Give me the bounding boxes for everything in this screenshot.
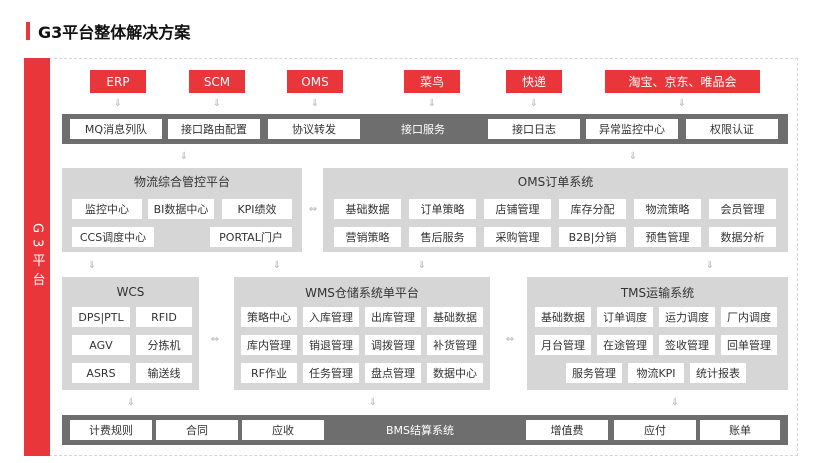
- oms-item: 预售管理: [634, 227, 701, 247]
- wcs-item: 输送线: [136, 363, 192, 383]
- tms-item: 统计报表: [690, 363, 746, 383]
- arrow-down: ⇓: [628, 151, 638, 162]
- tms-item: 基础数据: [535, 307, 591, 327]
- bms-item-contract: 合同: [156, 420, 238, 440]
- wms-item: 销退管理: [303, 335, 359, 355]
- oms-panel-title: OMS订单系统: [517, 174, 594, 189]
- wcs-panel-title: WCS: [116, 285, 145, 299]
- top-system-express: 快递: [506, 70, 562, 93]
- logistics-item: PORTAL门户: [210, 227, 292, 247]
- arrow-down: ⇓: [705, 260, 715, 271]
- oms-item: 营销策略: [334, 227, 401, 247]
- arrow-down: ⇓: [126, 397, 136, 408]
- interface-item-monitor: 异常监控中心: [586, 119, 678, 139]
- oms-item: 库存分配: [559, 199, 626, 219]
- oms-item: 售后服务: [409, 227, 476, 247]
- oms-item: 会员管理: [709, 199, 776, 219]
- wms-item: 数据中心: [427, 363, 483, 383]
- bms-item-receivable: 应收: [242, 420, 324, 440]
- wms-item: RF作业: [241, 363, 297, 383]
- oms-item: 采购管理: [484, 227, 551, 247]
- arrow-down: ⇓: [310, 98, 320, 109]
- tms-item: 物流KPI: [628, 363, 684, 383]
- interface-bar-label: 接口服务: [401, 123, 445, 136]
- arrow-down: ⇓: [212, 98, 222, 109]
- bms-item-value-added: 增值费: [526, 420, 608, 440]
- wms-item: 基础数据: [427, 307, 483, 327]
- wms-panel-title: WMS仓储系统单平台: [305, 285, 419, 300]
- top-system-oms: OMS: [287, 70, 343, 93]
- logistics-panel-title: 物流综合管控平台: [133, 174, 230, 189]
- top-system-ecommerce: 淘宝、京东、唯品会: [605, 70, 760, 93]
- oms-item: 数据分析: [709, 227, 776, 247]
- page-title: G3平台整体解决方案: [38, 23, 191, 42]
- side-label: G3平台: [24, 58, 50, 456]
- bms-item-statement: 账单: [700, 420, 780, 440]
- logistics-item: CCS调度中心: [72, 227, 154, 247]
- tms-item: 回单管理: [721, 335, 777, 355]
- interface-item-auth: 权限认证: [686, 119, 778, 139]
- interface-item-routing: 接口路由配置: [168, 119, 260, 139]
- logistics-item: BI数据中心: [148, 199, 214, 219]
- arrow-bidirectional: ⇔: [308, 204, 318, 215]
- interface-item-mq: MQ消息列队: [70, 119, 162, 139]
- tms-item: 运力调度: [659, 307, 715, 327]
- arrow-down: ⇓: [529, 98, 539, 109]
- wms-item: 策略中心: [241, 307, 297, 327]
- wms-item: 入库管理: [303, 307, 359, 327]
- wcs-item: ASRS: [72, 363, 130, 383]
- wms-item: 盘点管理: [365, 363, 421, 383]
- arrow-down: ⇓: [427, 98, 437, 109]
- bms-item-payable: 应付: [614, 420, 696, 440]
- interface-item-log: 接口日志: [488, 119, 580, 139]
- oms-item: 基础数据: [334, 199, 401, 219]
- arrow-down: ⇓: [368, 397, 378, 408]
- bms-item-billing-rules: 计费规则: [70, 420, 152, 440]
- top-system-erp: ERP: [90, 70, 146, 93]
- arrow-down: ⇓: [677, 98, 687, 109]
- top-system-cainiao: 菜鸟: [404, 70, 460, 93]
- wms-item: 调拨管理: [365, 335, 421, 355]
- arrow-down: ⇓: [670, 397, 680, 408]
- tms-item: 厂内调度: [721, 307, 777, 327]
- oms-item: 店铺管理: [484, 199, 551, 219]
- bms-bar-label: BMS结算系统: [385, 424, 455, 437]
- arrow-bidirectional: ⇔: [210, 334, 220, 345]
- arrow-down: ⇓: [113, 98, 123, 109]
- oms-item: 物流策略: [634, 199, 701, 219]
- logistics-item: 监控中心: [72, 199, 142, 219]
- wcs-item: RFID: [136, 307, 192, 327]
- top-system-scm: SCM: [189, 70, 245, 93]
- tms-item: 订单调度: [597, 307, 653, 327]
- tms-item: 服务管理: [566, 363, 622, 383]
- wms-item: 任务管理: [303, 363, 359, 383]
- arrow-down: ⇓: [417, 260, 427, 271]
- logistics-item: KPI绩效: [222, 199, 292, 219]
- tms-item: 在途管理: [597, 335, 653, 355]
- tms-item: 签收管理: [659, 335, 715, 355]
- wcs-item: AGV: [72, 335, 130, 355]
- tms-panel-title: TMS运输系统: [620, 285, 695, 300]
- interface-item-protocol: 协议转发: [268, 119, 360, 139]
- wms-item: 出库管理: [365, 307, 421, 327]
- wcs-item: 分拣机: [136, 335, 192, 355]
- oms-item: 订单策略: [409, 199, 476, 219]
- tms-item: 月台管理: [535, 335, 591, 355]
- oms-item: B2B|分销: [559, 227, 626, 247]
- wcs-item: DPS|PTL: [72, 307, 130, 327]
- side-label-text: G3平台: [29, 222, 45, 292]
- title-accent-bar: [26, 22, 30, 40]
- arrow-down: ⇓: [87, 260, 97, 271]
- arrow-down: ⇓: [179, 151, 189, 162]
- arrow-bidirectional: ⇔: [505, 334, 515, 345]
- wms-item: 补货管理: [427, 335, 483, 355]
- wms-item: 库内管理: [241, 335, 297, 355]
- arrow-down: ⇓: [272, 260, 282, 271]
